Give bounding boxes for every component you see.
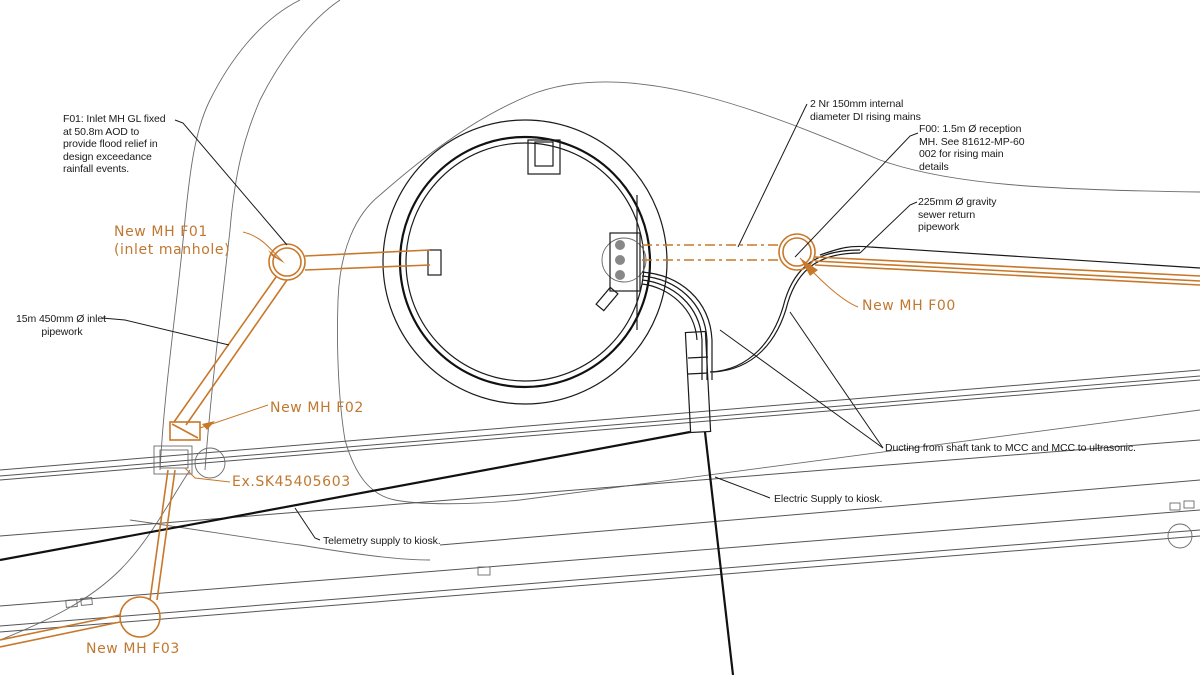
rising-mains [642,244,780,261]
manhole-leaders [184,231,859,483]
note-telemetry-supply: Telemetry supply to kiosk. [323,535,441,547]
note-electric-supply: Electric Supply to kiosk. [774,493,883,505]
electric-supply-cable [703,431,735,675]
telemetry-supply-cable [0,430,691,562]
road-kerb-lines [0,369,1200,633]
note-rising-mains: 2 Nr 150mm internal diameter DI rising m… [810,98,921,123]
label-mh-f03: New MH F03 [86,641,180,657]
note-f00-reception: F00: 1.5m Ø reception MH. See 81612-MP-6… [919,123,1025,173]
small-features [65,445,1195,608]
note-gravity-sewer: 225mm Ø gravity sewer return pipework [918,196,997,234]
ducting [641,249,861,434]
label-mh-f02: New MH F02 [270,400,364,416]
note-ducting: Ducting from shaft tank to MCC and MCC t… [885,442,1136,454]
note-leaders [101,103,919,541]
new-manholes [0,233,816,648]
label-mh-f00: New MH F00 [862,298,956,314]
label-mh-f01: New MH F01 [114,224,208,240]
shaft-tank [382,119,668,405]
gravity-sewer [814,245,1200,286]
label-mh-f01-inlet: (inlet manhole) [114,242,231,258]
note-f01-inlet: F01: Inlet MH GL fixed at 50.8m AOD to p… [63,113,166,176]
existing-boundary-lines [0,0,1200,641]
label-existing-mh: Ex.SK45405603 [232,474,351,490]
note-inlet-pipework: 15m 450mm Ø inlet pipework [16,313,106,338]
